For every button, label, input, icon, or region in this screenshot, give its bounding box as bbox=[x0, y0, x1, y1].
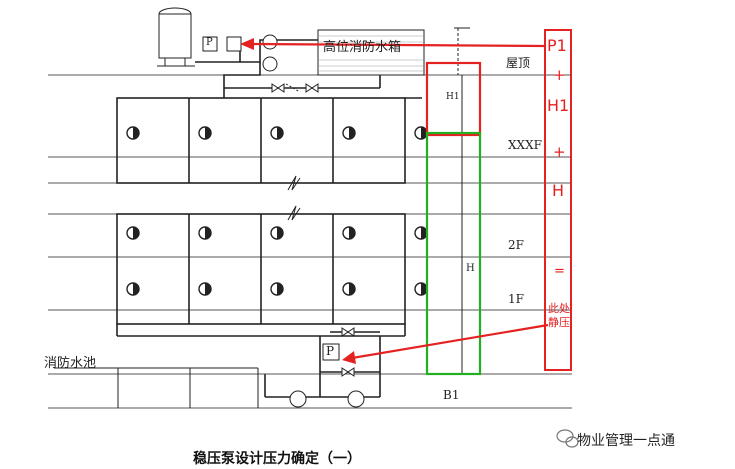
hydrant-fill bbox=[277, 283, 283, 295]
formula-note: 此处静压 bbox=[548, 302, 570, 329]
floor-1-label: 1F bbox=[508, 292, 524, 306]
break-marks bbox=[287, 175, 301, 221]
dimension-lines bbox=[454, 27, 470, 375]
formula-eq: = bbox=[554, 264, 565, 279]
hydrant-fill bbox=[421, 283, 427, 295]
basement-pressure-gauge bbox=[322, 343, 340, 361]
brand-watermark: 物业管理一点通 bbox=[557, 430, 675, 450]
formula-h1: H1 bbox=[547, 96, 570, 115]
formula-plus-2: + bbox=[553, 143, 566, 161]
hydrant-fill bbox=[421, 227, 427, 239]
roof-pressure-gauge bbox=[202, 36, 218, 52]
upper-grid bbox=[116, 97, 422, 184]
roof-pumps bbox=[262, 34, 278, 72]
floor-lines bbox=[48, 74, 572, 409]
hydrant-fill bbox=[277, 227, 283, 239]
h1-red-box bbox=[425, 61, 482, 137]
formula-plus-1: + bbox=[553, 66, 566, 84]
basement-pumps bbox=[289, 390, 365, 408]
floor-2-label: 2F bbox=[508, 238, 524, 252]
brand-text: 物业管理一点通 bbox=[577, 433, 675, 449]
roof-valves bbox=[271, 83, 319, 93]
floor-top-label: XXXF bbox=[508, 138, 542, 152]
wechat-icon bbox=[556, 429, 579, 448]
roof-p-label: P bbox=[206, 37, 213, 48]
hydrant-fill bbox=[421, 127, 427, 139]
h-dim-label: H bbox=[466, 263, 475, 274]
formula-p1: P1 bbox=[547, 36, 567, 55]
hydrant-fill bbox=[349, 283, 355, 295]
hydrant-fill bbox=[133, 127, 139, 139]
hydrant-fill bbox=[133, 227, 139, 239]
hydrant-fill bbox=[133, 283, 139, 295]
red-arrows bbox=[240, 38, 549, 364]
hydrant-fill bbox=[205, 227, 211, 239]
fire-water-tank bbox=[317, 29, 425, 76]
roof-piping bbox=[195, 39, 381, 98]
lower-grid bbox=[116, 213, 406, 337]
basement-label: B1 bbox=[443, 388, 460, 402]
hydrant-fill bbox=[349, 227, 355, 239]
tank-label: 高位消防水箱 bbox=[323, 40, 402, 55]
basement-valves bbox=[341, 327, 355, 377]
fire-pool bbox=[54, 367, 259, 408]
hydrant-fill bbox=[205, 127, 211, 139]
hydrant-fill bbox=[349, 127, 355, 139]
basement-piping bbox=[264, 331, 381, 398]
pool-label: 消防水池 bbox=[44, 356, 97, 371]
formula-box bbox=[544, 29, 572, 371]
hydrant-fill bbox=[277, 127, 283, 139]
hydrant-group bbox=[126, 126, 428, 296]
figure-caption: 稳压泵设计压力确定（一） bbox=[193, 451, 361, 467]
h-green-box bbox=[425, 131, 482, 376]
hydrant-fill bbox=[205, 283, 211, 295]
roof-label: 屋顶 bbox=[506, 56, 531, 70]
roof-valve-box bbox=[226, 36, 242, 52]
h1-dim-label: H1 bbox=[446, 92, 460, 102]
pressure-tank bbox=[157, 7, 195, 67]
basement-p-label: P bbox=[326, 344, 335, 358]
formula-h: H bbox=[552, 181, 565, 200]
